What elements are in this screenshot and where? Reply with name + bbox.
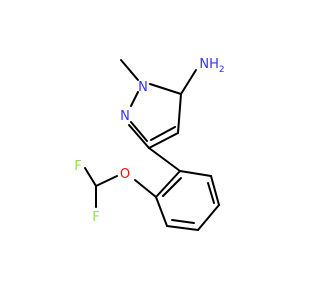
bond-ph2-ph3-double: [207, 182, 215, 204]
bond-group: [84, 59, 220, 231]
molecule-structure: NH2 N N O F F: [0, 0, 300, 300]
fluorine-bottom-label: F: [92, 210, 99, 225]
bond-c3-phenyl: [148, 147, 181, 172]
amine-label: NH2: [199, 57, 224, 75]
oxygen-label: O: [120, 167, 130, 182]
ring-n1-label: N: [138, 80, 148, 95]
bond-n2-n1: [130, 91, 139, 107]
ring-n2-label: N: [120, 109, 130, 124]
bond-ph5-ph6: [155, 196, 168, 227]
bond-ph1-ph2: [179, 170, 212, 177]
bond-oxygen-chf2: [95, 175, 118, 187]
bond-c3-n2: [128, 124, 150, 149]
bond-c4-c3: [148, 132, 179, 149]
bond-c4-c3-double: [150, 126, 176, 141]
bond-n1-c5: [149, 83, 182, 95]
bond-ph6-ph1: [155, 170, 181, 198]
background: [0, 0, 300, 300]
bond-c5-amine: [180, 69, 197, 95]
bond-ph3-ph4: [197, 204, 220, 231]
bond-c3-n2-double: [130, 121, 148, 142]
bond-ph6-oxygen: [134, 179, 157, 198]
bond-ph4-ph5: [166, 225, 199, 231]
bond-chf2-f-top: [84, 167, 97, 187]
bond-ph6-ph1-double: [162, 177, 182, 197]
fluorine-top-label: F: [74, 159, 81, 174]
bond-n1-methyl: [120, 59, 139, 81]
bond-ph4-ph5-double: [171, 219, 195, 224]
bond-c5-c4: [177, 93, 182, 134]
structure-canvas: NH2 N N O F F: [0, 0, 300, 300]
bond-ph2-ph3: [210, 175, 220, 206]
